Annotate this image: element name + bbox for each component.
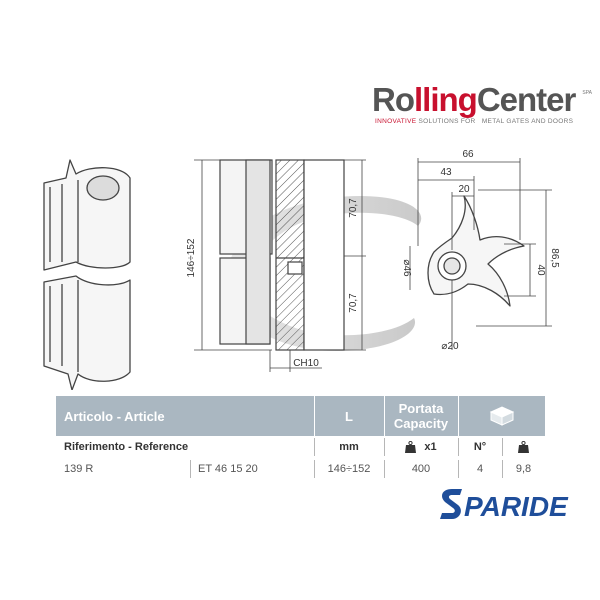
row-divider xyxy=(458,460,459,478)
dim-bottom-height: 70,7 xyxy=(348,293,359,313)
table-header: Articolo - Article L Portata Capacity xyxy=(56,396,545,436)
cell-length: 146÷152 xyxy=(327,463,371,475)
hinge-top-view xyxy=(427,195,525,307)
cell-n: 4 xyxy=(476,463,484,475)
row-divider xyxy=(502,460,503,478)
logo-spa: SPA xyxy=(582,90,592,96)
weight-icon xyxy=(518,441,529,453)
section-dimension-lines xyxy=(194,159,366,372)
dim-total-height: 146÷152 xyxy=(186,238,197,277)
dim-top-height: 70,7 xyxy=(348,198,359,218)
dim-20: 20 xyxy=(458,184,470,195)
logo-brand: RollingCenter xyxy=(372,81,576,118)
header-divider xyxy=(314,396,315,436)
table-row: 139 R ET 46 15 20 146÷152 400 4 9,8 xyxy=(56,458,545,480)
dim-width: 66 xyxy=(462,149,474,160)
cell-weight: 9,8 xyxy=(515,463,532,475)
row-divider xyxy=(502,438,503,456)
row-divider xyxy=(314,460,315,478)
subheader-unit: mm xyxy=(339,441,359,453)
header-divider xyxy=(458,396,459,436)
dim-43: 43 xyxy=(440,167,452,178)
paride-text: PARIDE xyxy=(464,491,569,522)
paride-logo: PARIDE xyxy=(440,489,569,522)
spec-table: Articolo - Article L Portata Capacity Ri… xyxy=(56,396,545,480)
row-divider xyxy=(384,460,385,478)
rolling-center-logo: RollingCenter SPA INNOVATIVE SOLUTIONS F… xyxy=(372,82,594,132)
row-divider xyxy=(384,438,385,456)
cell-code: 139 R xyxy=(64,463,94,475)
header-capacity: Portata Capacity xyxy=(393,401,449,431)
table-subheader: Riferimento - Reference mm x1 N° xyxy=(56,436,545,458)
hinge-3d-view xyxy=(43,159,131,390)
cell-capacity: 400 xyxy=(411,463,431,475)
dim-86-5: 86,5 xyxy=(549,248,560,268)
row-divider xyxy=(458,438,459,456)
subheader-reference: Riferimento - Reference xyxy=(64,441,189,453)
logo-tagline: INNOVATIVE SOLUTIONS FOR METAL GATES AND… xyxy=(375,118,574,125)
weight-icon xyxy=(405,441,417,453)
subheader-weight-x1: x1 xyxy=(384,436,458,458)
hinge-section-view xyxy=(219,159,345,351)
top-view-dimension-lines xyxy=(409,158,552,350)
subheader-weight-icon xyxy=(502,436,545,458)
dim-diameter-46: ⌀46 xyxy=(401,259,412,277)
header-divider xyxy=(384,396,385,436)
paride-s-mark xyxy=(440,489,462,519)
technical-drawing: 146÷152 70,7 70,7 CH10 66 43 20 ⌀46 40 8… xyxy=(43,149,560,390)
dim-ch: CH10 xyxy=(293,358,319,369)
header-article: Articolo - Article xyxy=(64,408,165,424)
subheader-n: N° xyxy=(473,441,487,453)
package-icon xyxy=(458,396,545,436)
cell-ref: ET 46 15 20 xyxy=(198,463,258,475)
dim-40: 40 xyxy=(535,264,546,276)
dim-diameter-20: ⌀20 xyxy=(441,341,459,352)
header-length: L xyxy=(345,408,353,424)
row-divider xyxy=(190,460,191,478)
row-divider xyxy=(314,438,315,456)
